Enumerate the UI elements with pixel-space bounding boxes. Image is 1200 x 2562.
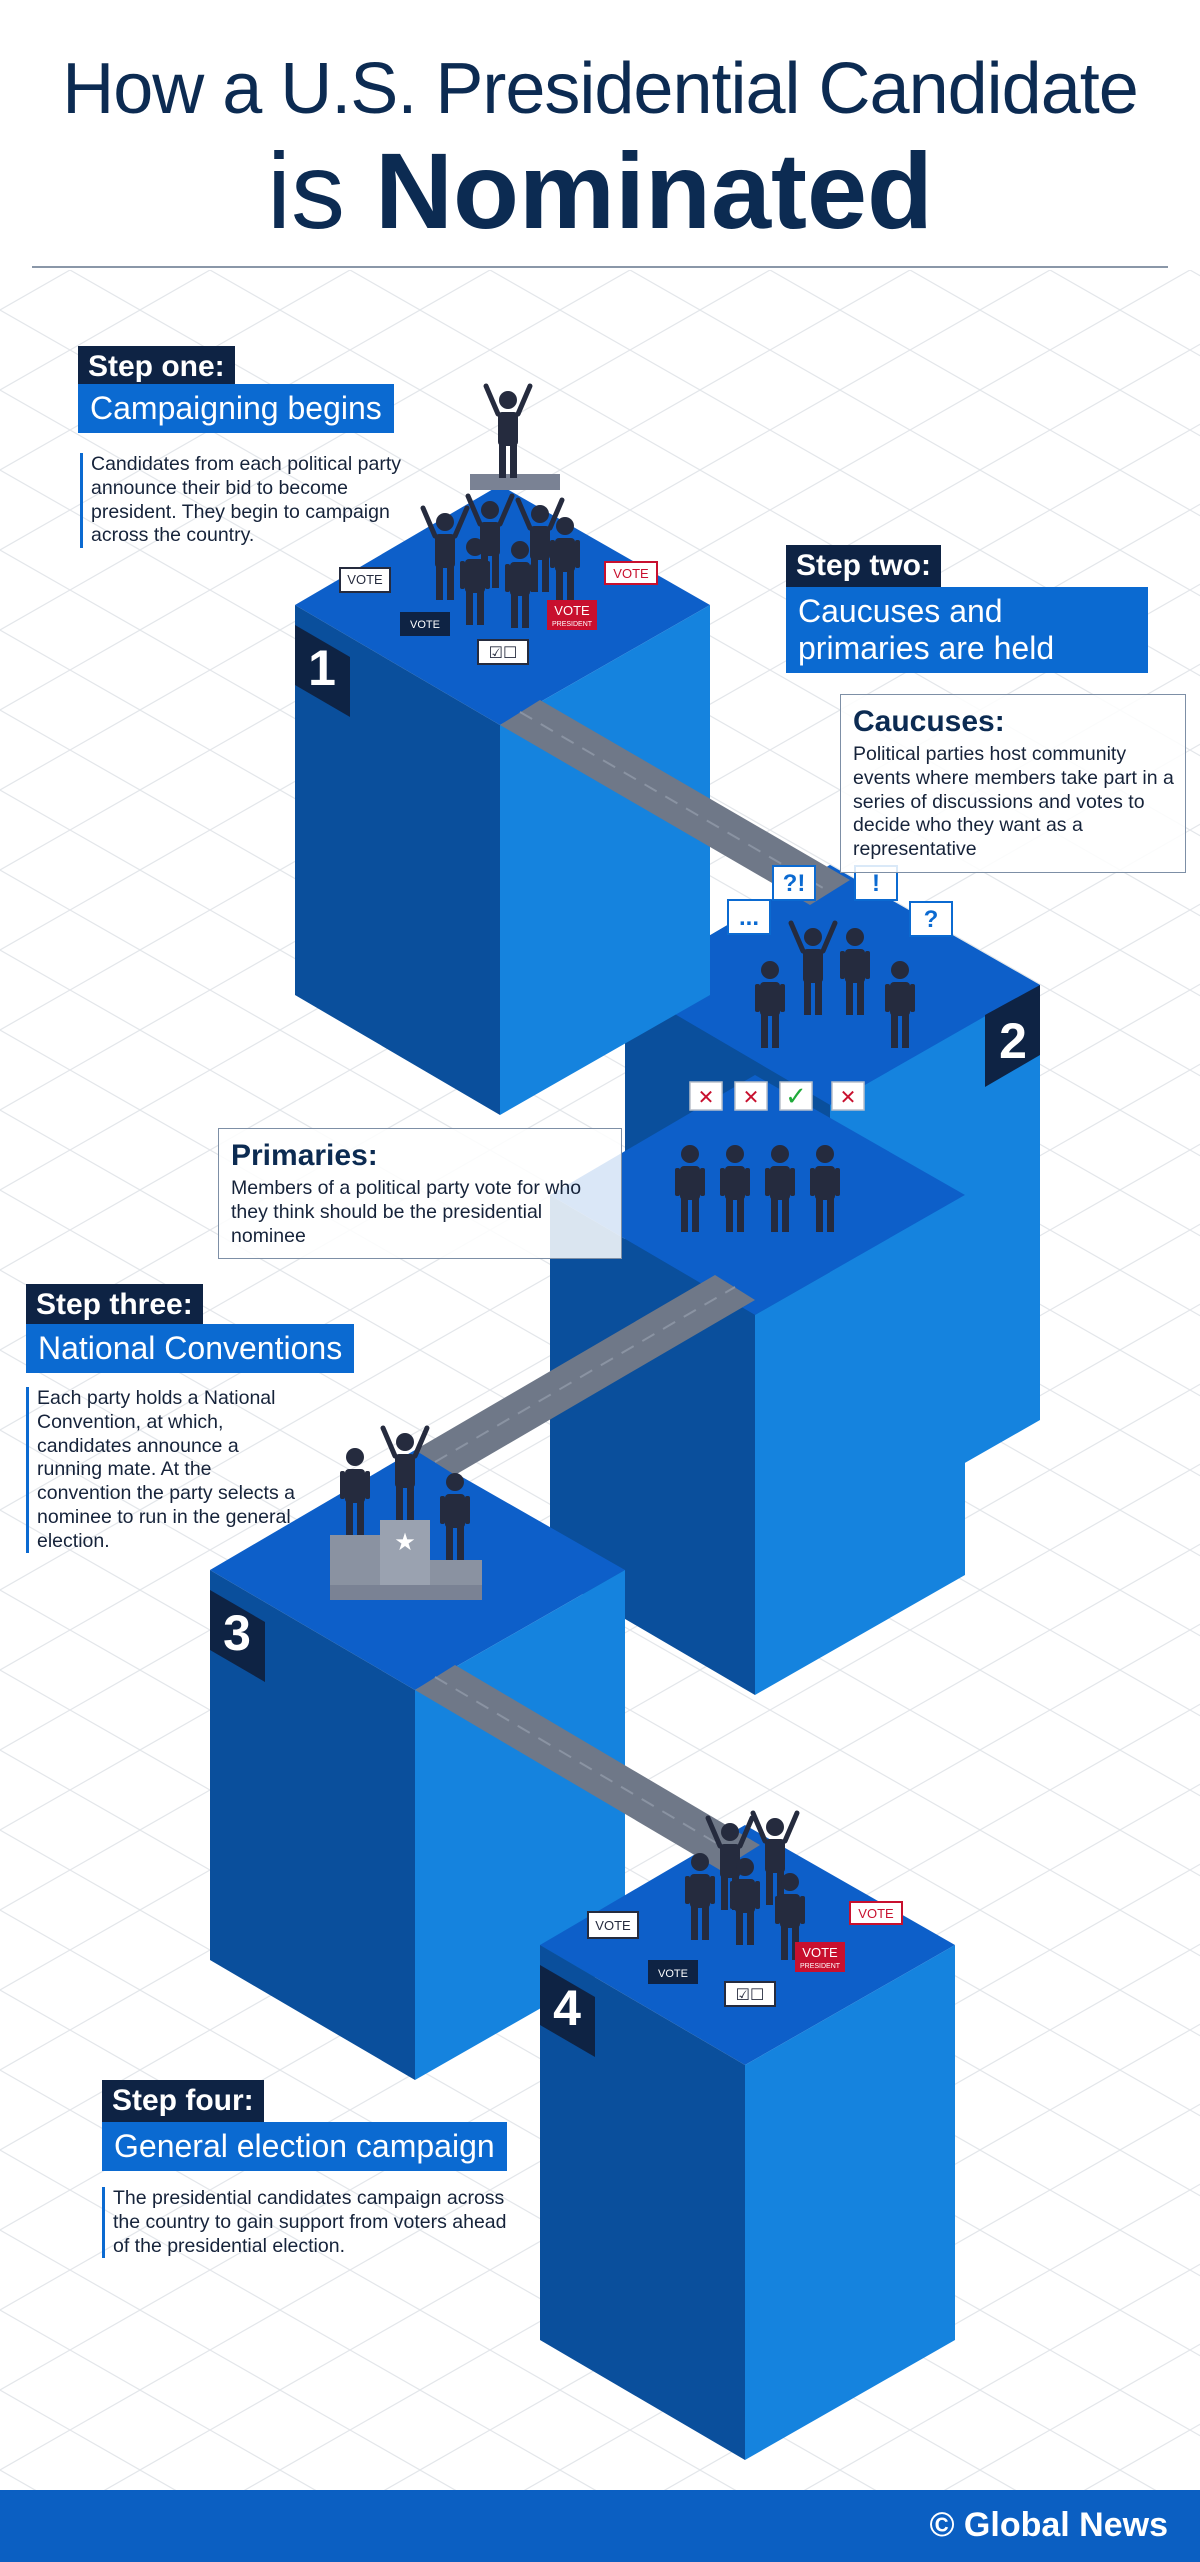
step-2-subheading: Caucuses and primaries are held — [786, 587, 1148, 673]
step-2-heading: Step two: — [786, 545, 941, 587]
caucuses-box: Caucuses: Political parties host communi… — [840, 694, 1186, 873]
speech-bubble-text: ? — [924, 906, 939, 933]
primaries-box: Primaries: Members of a political party … — [218, 1128, 622, 1260]
title-prefix: is — [266, 130, 375, 251]
caucuses-heading: Caucuses: — [853, 705, 1005, 738]
vote-sign-text: VOTE — [347, 572, 383, 587]
footer-bar: © Global News — [0, 2490, 1200, 2562]
title-divider — [32, 266, 1168, 268]
walkway-1-2 — [500, 700, 850, 905]
step-2-ballots: ✕ ✕ ✓ ✕ — [689, 1081, 865, 1112]
step-4-number-tag: 4 — [540, 1965, 595, 2057]
step-3-podium: ★ — [330, 1428, 482, 1600]
vote-sign-text: VOTE — [802, 1945, 838, 1960]
cross-icon: ✕ — [698, 1085, 715, 1109]
step-1-signs: VOTE VOTE VOTE PRESIDENT VOTE ☑☐ — [339, 561, 658, 665]
walkway-2-3 — [415, 1275, 755, 1475]
svg-text:☑☐: ☑☐ — [736, 1987, 765, 2004]
step-4-description: The presidential candidates campaign acr… — [102, 2187, 513, 2259]
step-4-number: 4 — [553, 1980, 581, 2036]
svg-text:☑☐: ☑☐ — [489, 645, 518, 662]
step-1-subheading: Campaigning begins — [78, 384, 394, 433]
president-sign-text: PRESIDENT — [552, 621, 593, 628]
step-2-number-tag: 2 — [985, 985, 1040, 1087]
svg-text:★: ★ — [394, 1528, 416, 1556]
vote-sign-text: VOTE — [858, 1906, 894, 1921]
step-3-subheading: National Conventions — [26, 1324, 355, 1373]
primaries-heading: Primaries: — [231, 1139, 378, 1172]
step-1-number-tag: 1 — [295, 625, 350, 717]
step-4-subheading: General election campaign — [102, 2122, 507, 2171]
check-icon: ✓ — [785, 1082, 807, 1112]
primaries-text: Members of a political party vote for wh… — [231, 1177, 582, 1247]
step-3-number: 3 — [223, 1605, 251, 1661]
step-3-description: Each party holds a National Convention, … — [26, 1387, 307, 1554]
step-2-speech-bubbles: ... ?! ! ? — [727, 865, 953, 937]
title-line-1: How a U.S. Presidential Candidate — [62, 49, 1139, 129]
title-bold: Nominated — [374, 130, 934, 251]
footer-credit: © Global News — [929, 2506, 1168, 2544]
step-4-crowd: VOTE VOTE VOTE PRESIDENT VOTE ☑☐ — [587, 1813, 903, 2007]
vote-sign-text: VOTE — [595, 1918, 631, 1933]
step-1-number: 1 — [308, 640, 336, 696]
step-4-heading: Step four: — [102, 2080, 264, 2122]
vote-sign-text: VOTE — [410, 619, 440, 631]
step-1-crowd — [423, 386, 580, 628]
block-4 — [540, 1825, 955, 2460]
president-sign-text: PRESIDENT — [800, 1963, 841, 1970]
vote-sign-text: VOTE — [613, 566, 649, 581]
speech-bubble-text: ... — [739, 904, 759, 931]
step-1-description: Candidates from each political party ann… — [80, 453, 411, 549]
caucuses-text: Political parties host community events … — [853, 743, 1174, 861]
step-2-number: 2 — [999, 1013, 1027, 1069]
speech-bubble-text: ! — [872, 870, 880, 897]
cross-icon: ✕ — [840, 1085, 857, 1109]
cross-icon: ✕ — [743, 1085, 760, 1109]
speech-bubble-text: ?! — [783, 870, 806, 897]
walkway-3-4 — [415, 1665, 760, 1870]
vote-sign-text: VOTE — [554, 603, 590, 618]
step-3-number-tag: 3 — [210, 1590, 265, 1682]
step-1-heading: Step one: — [78, 346, 235, 388]
title-line-2: is Nominated — [0, 128, 1200, 253]
step-3-heading: Step three: — [26, 1284, 203, 1326]
vote-sign-text: VOTE — [658, 1968, 688, 1980]
